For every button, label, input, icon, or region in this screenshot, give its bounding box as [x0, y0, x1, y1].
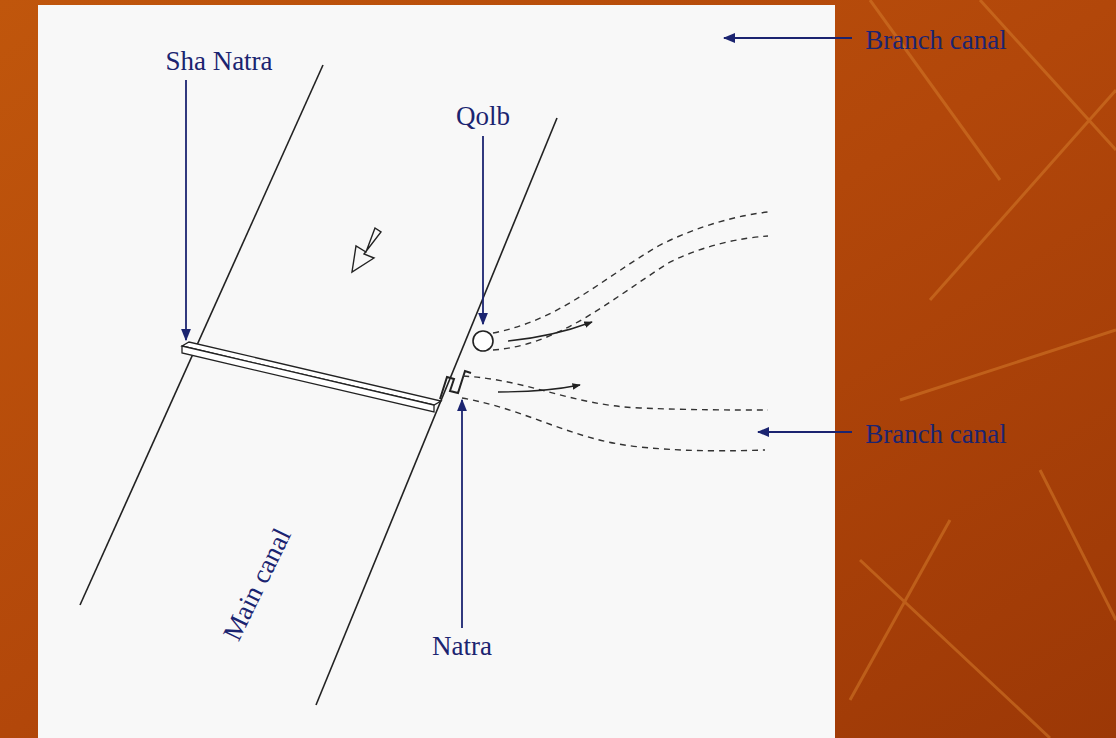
natra-gate	[440, 371, 471, 399]
outlet-label: Qolb	[456, 103, 510, 130]
white-panel	[38, 5, 835, 738]
branch-canal-label: Branch canal	[865, 421, 1007, 448]
qolb-outlet	[473, 331, 493, 351]
branch-canal-label: Branch canal	[865, 27, 1007, 54]
main-canal-label: Main canal	[218, 524, 295, 644]
branch-canal-banks	[462, 212, 768, 451]
weir-label: Sha Natra	[165, 48, 272, 75]
gate-label: Natra	[432, 633, 492, 660]
branch-flow-arrows	[498, 322, 592, 392]
background-streaks	[850, 0, 1116, 738]
flow-arrow	[352, 228, 381, 272]
sha-natra-weir	[182, 342, 441, 412]
main-canal-banks	[80, 65, 557, 705]
